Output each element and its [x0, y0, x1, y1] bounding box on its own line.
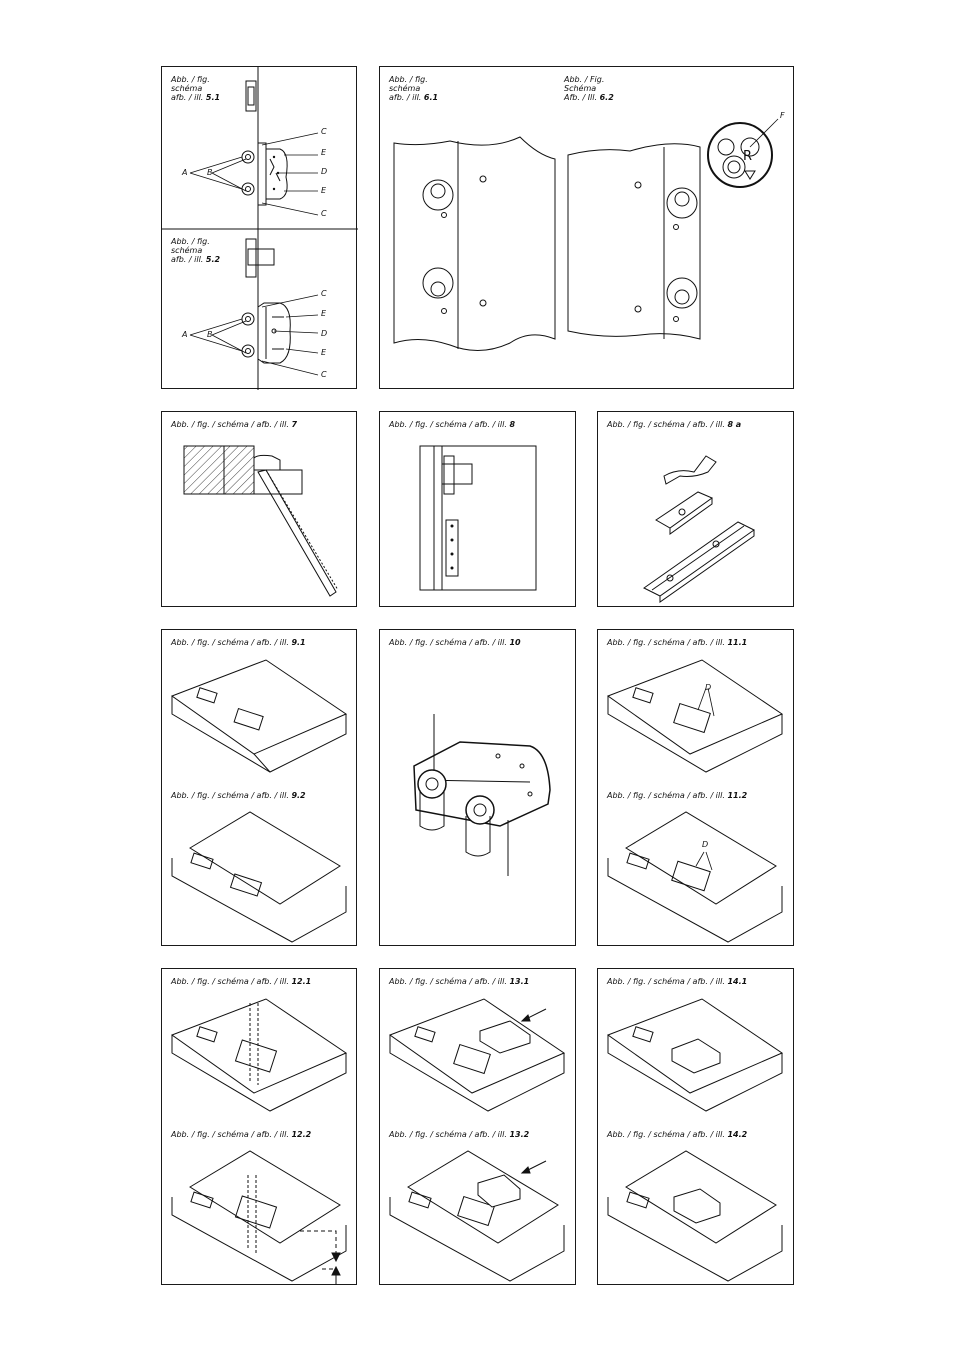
label-A: A [182, 168, 188, 177]
iso-block-12-2 [172, 1151, 346, 1285]
label-C: C [321, 209, 327, 218]
figure-caption-9-1: Abb. / fig. / schéma / afb. / ill. 9.1 [171, 638, 306, 647]
routing-step-drawing [162, 630, 358, 947]
figure-panel-11: Abb. / fig. / schéma / afb. / ill. 11.1 … [597, 629, 794, 946]
figure-caption-14-1: Abb. / fig. / schéma / afb. / ill. 14.1 [607, 977, 748, 986]
hinge-detail-drawing [380, 630, 577, 947]
label-B: B [207, 168, 213, 177]
cover-placement-drawing [380, 969, 577, 1286]
label-E: E [321, 309, 327, 318]
figure-caption-8a: Abb. / fig. / schéma / afb. / ill. 8 a [607, 420, 742, 429]
parts-explode-drawing [598, 412, 795, 608]
figure-caption-10: Abb. / fig. / schéma / afb. / ill. 10 [389, 638, 521, 647]
label-C: C [321, 289, 327, 298]
figure-panel-13: Abb. / fig. / schéma / afb. / ill. 13.1 … [379, 968, 576, 1285]
label-D: D [705, 683, 712, 692]
label-E: E [321, 148, 327, 157]
iso-block-11-1 [608, 660, 782, 772]
drill-guide-drawing [162, 412, 358, 608]
figure-caption-7: Abb. / fig. / schéma / afb. / ill. 7 [171, 420, 298, 429]
figure-caption-6-1: Abb. / fig. schéma afb. / ill. 6.1 [389, 75, 439, 102]
iso-block-11-2 [608, 812, 782, 942]
figure-caption-11-1: Abb. / fig. / schéma / afb. / ill. 11.1 [607, 638, 748, 647]
iso-block-9-1 [172, 660, 346, 772]
figure-caption-8: Abb. / fig. / schéma / afb. / ill. 8 [389, 420, 516, 429]
door-hinge-positions-drawing [380, 67, 795, 390]
figure-panel-9: Abb. / fig. / schéma / afb. / ill. 9.1 A… [161, 629, 357, 946]
fixing-screws-drawing [162, 969, 358, 1286]
figure-caption-12-2: Abb. / fig. / schéma / afb. / ill. 12.2 [171, 1130, 312, 1139]
figure-caption-13-2: Abb. / fig. / schéma / afb. / ill. 13.2 [389, 1130, 530, 1139]
iso-block-14-2 [608, 1151, 782, 1281]
figure-panel-8: Abb. / fig. / schéma / afb. / ill. 8 [379, 411, 576, 607]
figure-caption-11-2: Abb. / fig. / schéma / afb. / ill. 11.2 [607, 791, 748, 800]
figure-panel-5: Abb. / fig. schéma afb. / ill. 5.1 Abb. … [161, 66, 357, 389]
figure-caption-12-1: Abb. / fig. / schéma / afb. / ill. 12.1 [171, 977, 312, 986]
label-E: E [321, 186, 327, 195]
iso-block-9-2 [172, 812, 346, 942]
figure-caption-13-1: Abb. / fig. / schéma / afb. / ill. 13.1 [389, 977, 530, 986]
label-R: R [743, 149, 753, 164]
label-B: B [207, 330, 213, 339]
label-E: E [321, 348, 327, 357]
figure-panel-12: Abb. / fig. / schéma / afb. / ill. 12.1 … [161, 968, 357, 1285]
label-D: D [702, 840, 709, 849]
figure-panel-14: Abb. / fig. / schéma / afb. / ill. 14.1 … [597, 968, 794, 1285]
figure-panel-6: Abb. / fig. schéma afb. / ill. 6.1 Abb. … [379, 66, 794, 389]
figure-caption-6-2: Abb. / Fig. Schéma Afb. / Ill. 6.2 [564, 75, 614, 102]
figure-panel-10: Abb. / fig. / schéma / afb. / ill. 10 [379, 629, 576, 946]
label-F: F [780, 111, 785, 120]
template-on-frame-drawing [380, 412, 577, 608]
label-A: A [182, 330, 188, 339]
finished-hinge-drawing [598, 969, 795, 1286]
label-D: D [321, 167, 328, 176]
label-D: D [321, 329, 328, 338]
figure-panel-8a: Abb. / fig. / schéma / afb. / ill. 8 a [597, 411, 794, 607]
iso-block-12-1 [172, 999, 346, 1111]
label-C: C [321, 127, 327, 136]
hinge-insert-drawing [598, 630, 795, 947]
figure-caption-14-2: Abb. / fig. / schéma / afb. / ill. 14.2 [607, 1130, 748, 1139]
figure-caption-5-2: Abb. / fig. schéma afb. / ill. 5.2 [171, 237, 221, 264]
figure-caption-9-2: Abb. / fig. / schéma / afb. / ill. 9.2 [171, 791, 306, 800]
iso-block-13-2 [390, 1151, 564, 1281]
figure-panel-7: Abb. / fig. / schéma / afb. / ill. 7 [161, 411, 357, 607]
iso-block-14-1 [608, 999, 782, 1111]
figure-caption-5-1: Abb. / fig. schéma afb. / ill. 5.1 [171, 75, 221, 102]
hinge-side-view-drawing [162, 67, 358, 390]
iso-block-13-1 [390, 999, 564, 1111]
label-C: C [321, 370, 327, 379]
